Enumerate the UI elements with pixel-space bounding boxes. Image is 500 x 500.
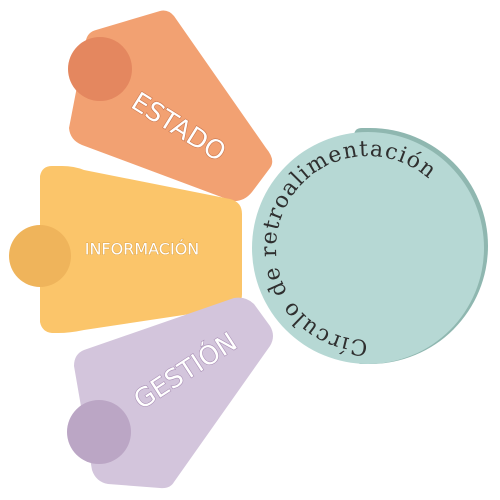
estado-dot [68,37,132,101]
estado-segment: ESTADO [68,10,273,202]
gestion-dot [67,400,131,464]
gestion-segment: GESTIÓN [67,297,273,489]
informacion-dot [9,225,71,287]
informacion-label: INFORMACIÓN [85,240,200,259]
center-front-disk [252,132,484,364]
informacion-segment: INFORMACIÓN [9,166,242,333]
informacion-wedge [40,166,242,333]
center-node: Círculo de retroalimentación [252,128,488,364]
